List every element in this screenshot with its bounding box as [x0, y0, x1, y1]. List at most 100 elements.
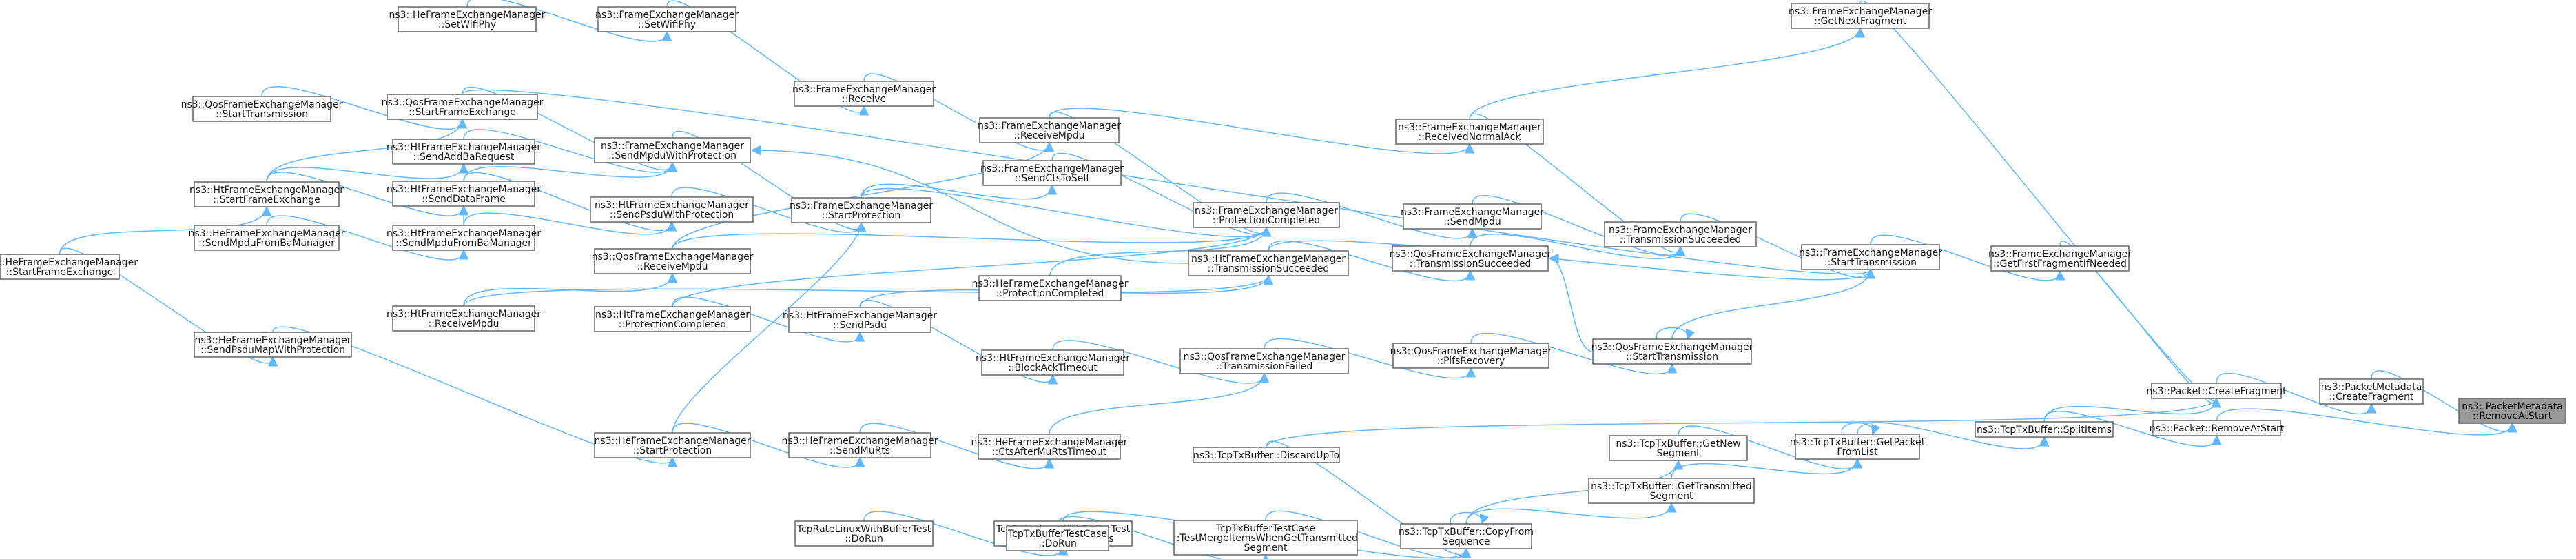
node-label: ns3::HtFrameExchangeManager [1191, 254, 1346, 265]
node-label: ::SendAddBaRequest [413, 152, 515, 163]
graph-node[interactable]: ns3::QosFrameExchangeManager::ReceiveMpd… [592, 248, 754, 274]
graph-node[interactable]: ns3::HtFrameExchangeManager::BlockAckTim… [976, 349, 1130, 376]
call-edge [59, 247, 274, 363]
graph-node[interactable]: ns3::HtFrameExchangeManager::StartFrameE… [189, 181, 344, 207]
node-label: ::SendPsduWithProtection [610, 210, 734, 221]
node-label: ns3::QosFrameExchangeManager [1184, 352, 1346, 363]
node-label: ::StartFrameExchange [6, 267, 114, 278]
node-label: ns3::FrameExchangeManager [1789, 6, 1932, 17]
call-edge [1870, 234, 2060, 281]
call-edge [1671, 459, 1857, 479]
node-label: TcpTxBufferTestCase [1215, 523, 1315, 534]
graph-node[interactable]: ns3::FrameExchangeManager::TransmissionS… [1604, 221, 1757, 247]
node-label: ::DoRun [1038, 538, 1077, 549]
node-label: ns3::PacketMetadata [2321, 382, 2422, 393]
node-label: ns3::HeFrameExchangeManager [971, 278, 1128, 289]
node-label: ::Receive [842, 94, 886, 105]
graph-node[interactable]: ns3::HtFrameExchangeManager::ProtectionC… [594, 306, 751, 332]
call-edge [1470, 332, 1672, 375]
graph-node[interactable]: TcpTxBufferTestCase::TestMergeItemsWhenG… [1173, 520, 1358, 556]
call-edge [266, 164, 464, 183]
graph-node[interactable]: ns3::FrameExchangeManager::ProtectionCom… [1193, 202, 1340, 228]
call-edge [1465, 460, 1678, 525]
call-edge [1268, 240, 1871, 281]
graph-node[interactable]: ns3::HeFrameExchangeManager::ProtectionC… [971, 275, 1129, 301]
graph-nodes: ns3::PacketMetadata::RemoveAtStartns3::P… [0, 3, 2566, 556]
call-edge [863, 73, 1049, 150]
graph-node[interactable]: ns3::HeFrameExchangeManager::CtsAfterMuR… [971, 434, 1128, 460]
graph-node[interactable]: ns3::QosFrameExchangeManager::StartFrame… [382, 94, 544, 120]
node-label: ::ProtectionCompleted [619, 319, 727, 330]
node-label: ns3::HtFrameExchangeManager [387, 309, 541, 320]
graph-node[interactable]: ns3::FrameExchangeManager::GetNextFragme… [1789, 3, 1932, 29]
node-label: Sequence [1442, 536, 1490, 547]
graph-node[interactable]: ns3::FrameExchangeManager::ReceiveMpdu [978, 117, 1121, 143]
node-label: ns3::TcpTxBuffer::GetTransmitted [1591, 481, 1752, 492]
node-label: ::SetWifiPhy [438, 19, 496, 30]
graph-node[interactable]: ns3::QosFrameExchangeManager::Transmissi… [1390, 245, 1552, 272]
graph-node[interactable]: ns3::FrameExchangeManager::Receive [792, 81, 936, 107]
graph-node[interactable]: ns3::PacketMetadata::CreateFragment [2319, 378, 2424, 405]
graph-node[interactable]: ns3::TcpTxBuffer::DiscardUpTo [1193, 447, 1340, 463]
graph-node[interactable]: ns3::HeFrameExchangeManager::SendPsduMap… [194, 332, 352, 358]
graph-node[interactable]: ns3::HeFrameExchangeManager::SetWifiPhy [389, 6, 546, 32]
node-label: ::StartProtection [633, 445, 712, 456]
graph-node[interactable]: ns3::HtFrameExchangeManager::SendDataFra… [387, 181, 541, 207]
node-label: ::TransmissionSucceeded [1620, 234, 1742, 245]
graph-node[interactable]: ns3::HtFrameExchangeManager::ReceiveMpdu [387, 305, 541, 332]
call-edge [859, 423, 1049, 469]
graph-node[interactable]: ns3::FrameExchangeManager::SendCtsToSelf [980, 160, 1124, 186]
call-edge [463, 212, 672, 235]
graph-node[interactable]: ns3::HtFrameExchangeManager::SendAddBaRe… [387, 139, 541, 165]
graph-node[interactable]: TcpTxBufferTestCase::DoRun [1006, 525, 1109, 551]
graph-node[interactable]: ns3::FrameExchangeManager::SetWifiPhy [595, 6, 739, 32]
graph-node[interactable]: ns3::Packet::CreateFragment [2146, 383, 2287, 399]
call-edge [1678, 425, 1857, 469]
graph-node[interactable]: ns3::HtFrameExchangeManager::SendPsdu [783, 307, 937, 333]
graph-node[interactable]: ns3::QosFrameExchangeManager::StartTrans… [1591, 338, 1753, 365]
graph-node[interactable]: ns3::FrameExchangeManager::StartProtecti… [790, 197, 933, 223]
node-label: ::DoRun [845, 533, 883, 545]
graph-node[interactable]: TcpRateLinuxWithBufferTest::DoRun [794, 520, 934, 547]
graph-node[interactable]: ns3::HeFrameExchangeManager::SendMpduFro… [188, 225, 345, 251]
node-label: ns3::FrameExchangeManager [1195, 205, 1338, 216]
graph-node[interactable]: ns3::FrameExchangeManager::GetFirstFragm… [1988, 245, 2132, 272]
node-label: ::TransmissionSucceeded [1410, 258, 1532, 270]
graph-node[interactable]: ns3::HtFrameExchangeManager::SendMpduFro… [387, 225, 541, 251]
call-edge [2216, 408, 2513, 436]
call-edge [1266, 440, 1466, 555]
graph-node[interactable]: ns3::HeFrameExchangeManager::SendMuRts [781, 432, 938, 458]
graph-node[interactable]: ns3::FrameExchangeManager::SendMpdu [1401, 203, 1544, 230]
node-label: ::ReceiveMpdu [1014, 130, 1085, 141]
graph-node[interactable]: ns3::HtFrameExchangeManager::SendPsduWit… [590, 196, 754, 223]
call-edge [672, 223, 861, 434]
graph-node[interactable]: ns3::HeFrameExchangeManager::StartFrameE… [0, 254, 138, 280]
graph-node[interactable]: ns3::QosFrameExchangeManager::Transmissi… [1179, 348, 1349, 374]
call-edge [672, 227, 1266, 250]
graph-node[interactable]: ns3::FrameExchangeManager::ReceivedNorma… [1395, 119, 1544, 145]
node-label: ::StartProtection [822, 210, 900, 221]
graph-node[interactable]: ns3::QosFrameExchangeManager::StartTrans… [181, 96, 343, 122]
node-label: ns3::FrameExchangeManager [1988, 249, 2132, 260]
graph-node[interactable]: ns3::FrameExchangeManager::SendMpduWithP… [594, 137, 751, 163]
call-edge [1465, 503, 1671, 525]
graph-node[interactable]: ns3::TcpTxBuffer::SplitItems [1975, 421, 2114, 438]
call-edge [1469, 28, 1860, 120]
graph-node[interactable]: ns3::FrameExchangeManager::StartTransmis… [1799, 244, 1942, 270]
node-label: ns3::HtFrameExchangeManager [976, 353, 1130, 364]
node-label: ::TransmissionSucceeded [1208, 263, 1330, 274]
node-label: ::SendCtsToSelf [1015, 173, 1090, 184]
node-label: ::StartTransmission [1824, 257, 1917, 268]
graph-node[interactable]: ns3::HeFrameExchangeManager::StartProtec… [594, 432, 751, 458]
node-label: ::TransmissionFailed [1216, 361, 1313, 372]
graph-node[interactable]: ns3::HtFrameExchangeManager::Transmissio… [1188, 250, 1349, 276]
graph-node[interactable]: ns3::Packet::RemoveAtStart [2150, 420, 2285, 436]
call-edge [462, 89, 1871, 274]
graph-node[interactable]: ns3::QosFrameExchangeManager::PifsRecove… [1390, 343, 1552, 369]
call-edge [1469, 113, 1680, 252]
